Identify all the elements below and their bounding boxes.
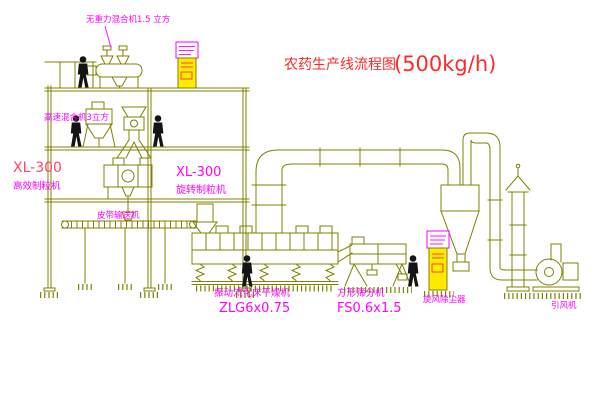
belt-conveyor xyxy=(61,220,197,290)
text-labels: 无重力混合机1.5 立方 高速混合机3立方 XL-300 高效制粒机 XL-30… xyxy=(13,14,577,316)
label-dryer-model: ZLG6x0.75 xyxy=(219,301,290,316)
worker-figure xyxy=(77,56,89,88)
dryer-feed-hopper xyxy=(192,203,218,234)
label-belt-conveyor: 皮带输送机 xyxy=(97,210,140,221)
rotary-granulator-feeder xyxy=(116,106,152,159)
induced-draft-fan xyxy=(489,243,582,299)
label-cyclone: 旋风除尘器 xyxy=(423,294,466,305)
worker-figure xyxy=(152,115,164,147)
label-fan: 引风机 xyxy=(551,300,577,311)
exhaust-stack xyxy=(505,163,531,292)
label-leader-line xyxy=(104,25,112,49)
label-left-granulator-name: 高效制粒机 xyxy=(13,180,61,192)
fluid-bed-dryer xyxy=(191,225,339,292)
label-left-granulator-model: XL-300 xyxy=(13,160,62,176)
label-high-speed-mixer: 高速混合机3立方 xyxy=(44,112,109,123)
square-sieve xyxy=(337,236,412,293)
drawing-title: 农药生产线流程图 xyxy=(284,57,396,73)
label-sieve-model: FS0.6x1.5 xyxy=(337,301,402,316)
label-mid-granulator-model: XL-300 xyxy=(176,165,221,180)
label-mid-granulator-name: 旋转制粒机 xyxy=(176,183,226,196)
granulator-machine xyxy=(103,157,153,221)
drawing-title-capacity: (500kg/h) xyxy=(394,52,496,76)
worker-figure xyxy=(407,255,419,287)
control-cabinet-top xyxy=(175,41,199,89)
label-dryer-name: 振动流化床干燥机 xyxy=(214,287,291,299)
control-cabinet-ground xyxy=(424,230,454,297)
exhaust-duct xyxy=(251,147,461,234)
high-speed-mixer xyxy=(82,101,116,148)
building-frame xyxy=(40,61,256,298)
cyclone-separator xyxy=(440,132,503,272)
label-gravity-free-mixer: 无重力混合机1.5 立方 xyxy=(86,14,170,25)
gravity-free-mixer xyxy=(86,45,143,89)
label-sieve-name: 方形筛分机 xyxy=(337,287,385,299)
